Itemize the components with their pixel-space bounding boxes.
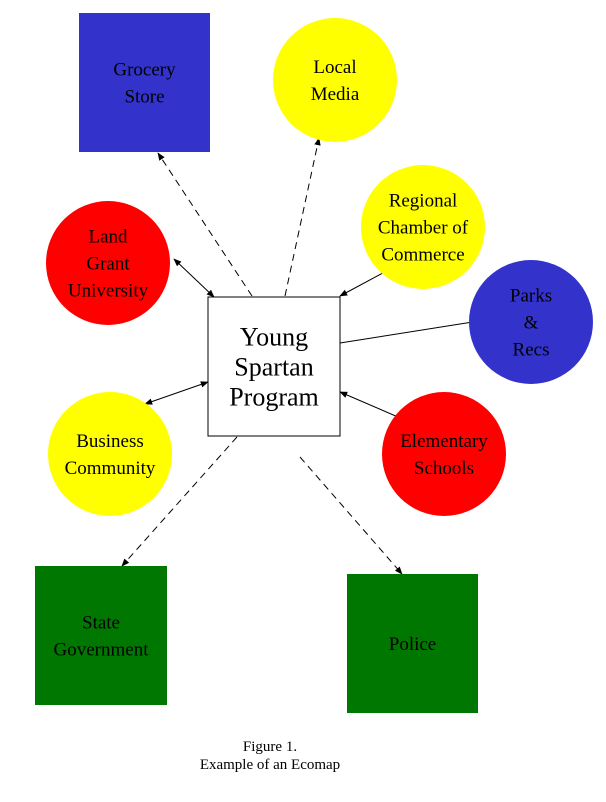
node-state-label: State <box>82 613 120 634</box>
node-landgrant-label: Grant <box>86 254 130 275</box>
figure-caption: Figure 1. Example of an Ecomap <box>0 738 540 774</box>
edge-landgrant <box>173 258 215 298</box>
node-business-label: Business <box>76 431 144 452</box>
node-police: Police <box>347 574 478 713</box>
node-elementary-label: Schools <box>414 458 474 479</box>
node-elementary-label: Elementary <box>400 431 488 452</box>
node-landgrant-label: University <box>68 281 149 302</box>
node-grocery-label: Grocery <box>113 60 176 81</box>
node-chamber-label: Chamber of <box>378 218 469 239</box>
edge-elementary <box>339 391 406 421</box>
node-landgrant-shape <box>46 201 170 325</box>
node-parks-label: & <box>524 313 539 334</box>
node-center-label: Spartan <box>234 353 313 382</box>
node-police-shape <box>347 574 478 713</box>
node-parks: Parks & Recs <box>469 260 593 384</box>
node-state-shape <box>35 566 167 705</box>
node-center-label: Young <box>240 323 308 352</box>
node-business-shape <box>48 392 172 516</box>
node-state-label: Government <box>54 640 150 661</box>
edge-media <box>284 137 321 297</box>
figure-title: Example of an Ecomap <box>199 757 341 773</box>
node-grocery-shape <box>79 13 210 152</box>
node-landgrant-label: Land <box>88 227 128 248</box>
edge-grocery <box>157 152 253 297</box>
node-media-label: Media <box>311 84 360 105</box>
node-grocery-label: Store <box>124 87 164 108</box>
node-elementary-shape <box>382 392 506 516</box>
figure-number: Figure 1. <box>242 739 298 755</box>
node-police-label: Police <box>389 634 437 655</box>
node-chamber-shape <box>361 165 485 289</box>
node-parks-label: Parks <box>510 286 552 307</box>
node-media-shape <box>273 18 397 142</box>
node-center-shape <box>207 296 341 437</box>
edge-business <box>144 381 209 405</box>
node-chamber-label: Commerce <box>381 245 464 266</box>
node-business-label: Community <box>65 458 156 479</box>
node-media-label: Local <box>313 57 356 78</box>
edge-parks <box>339 318 480 344</box>
edge-state <box>121 436 238 567</box>
node-parks-label: Recs <box>513 340 550 361</box>
node-parks-shape <box>469 260 593 384</box>
node-chamber-label: Regional <box>389 191 458 212</box>
edge-police <box>299 456 403 575</box>
node-center-label: Program <box>229 383 319 412</box>
